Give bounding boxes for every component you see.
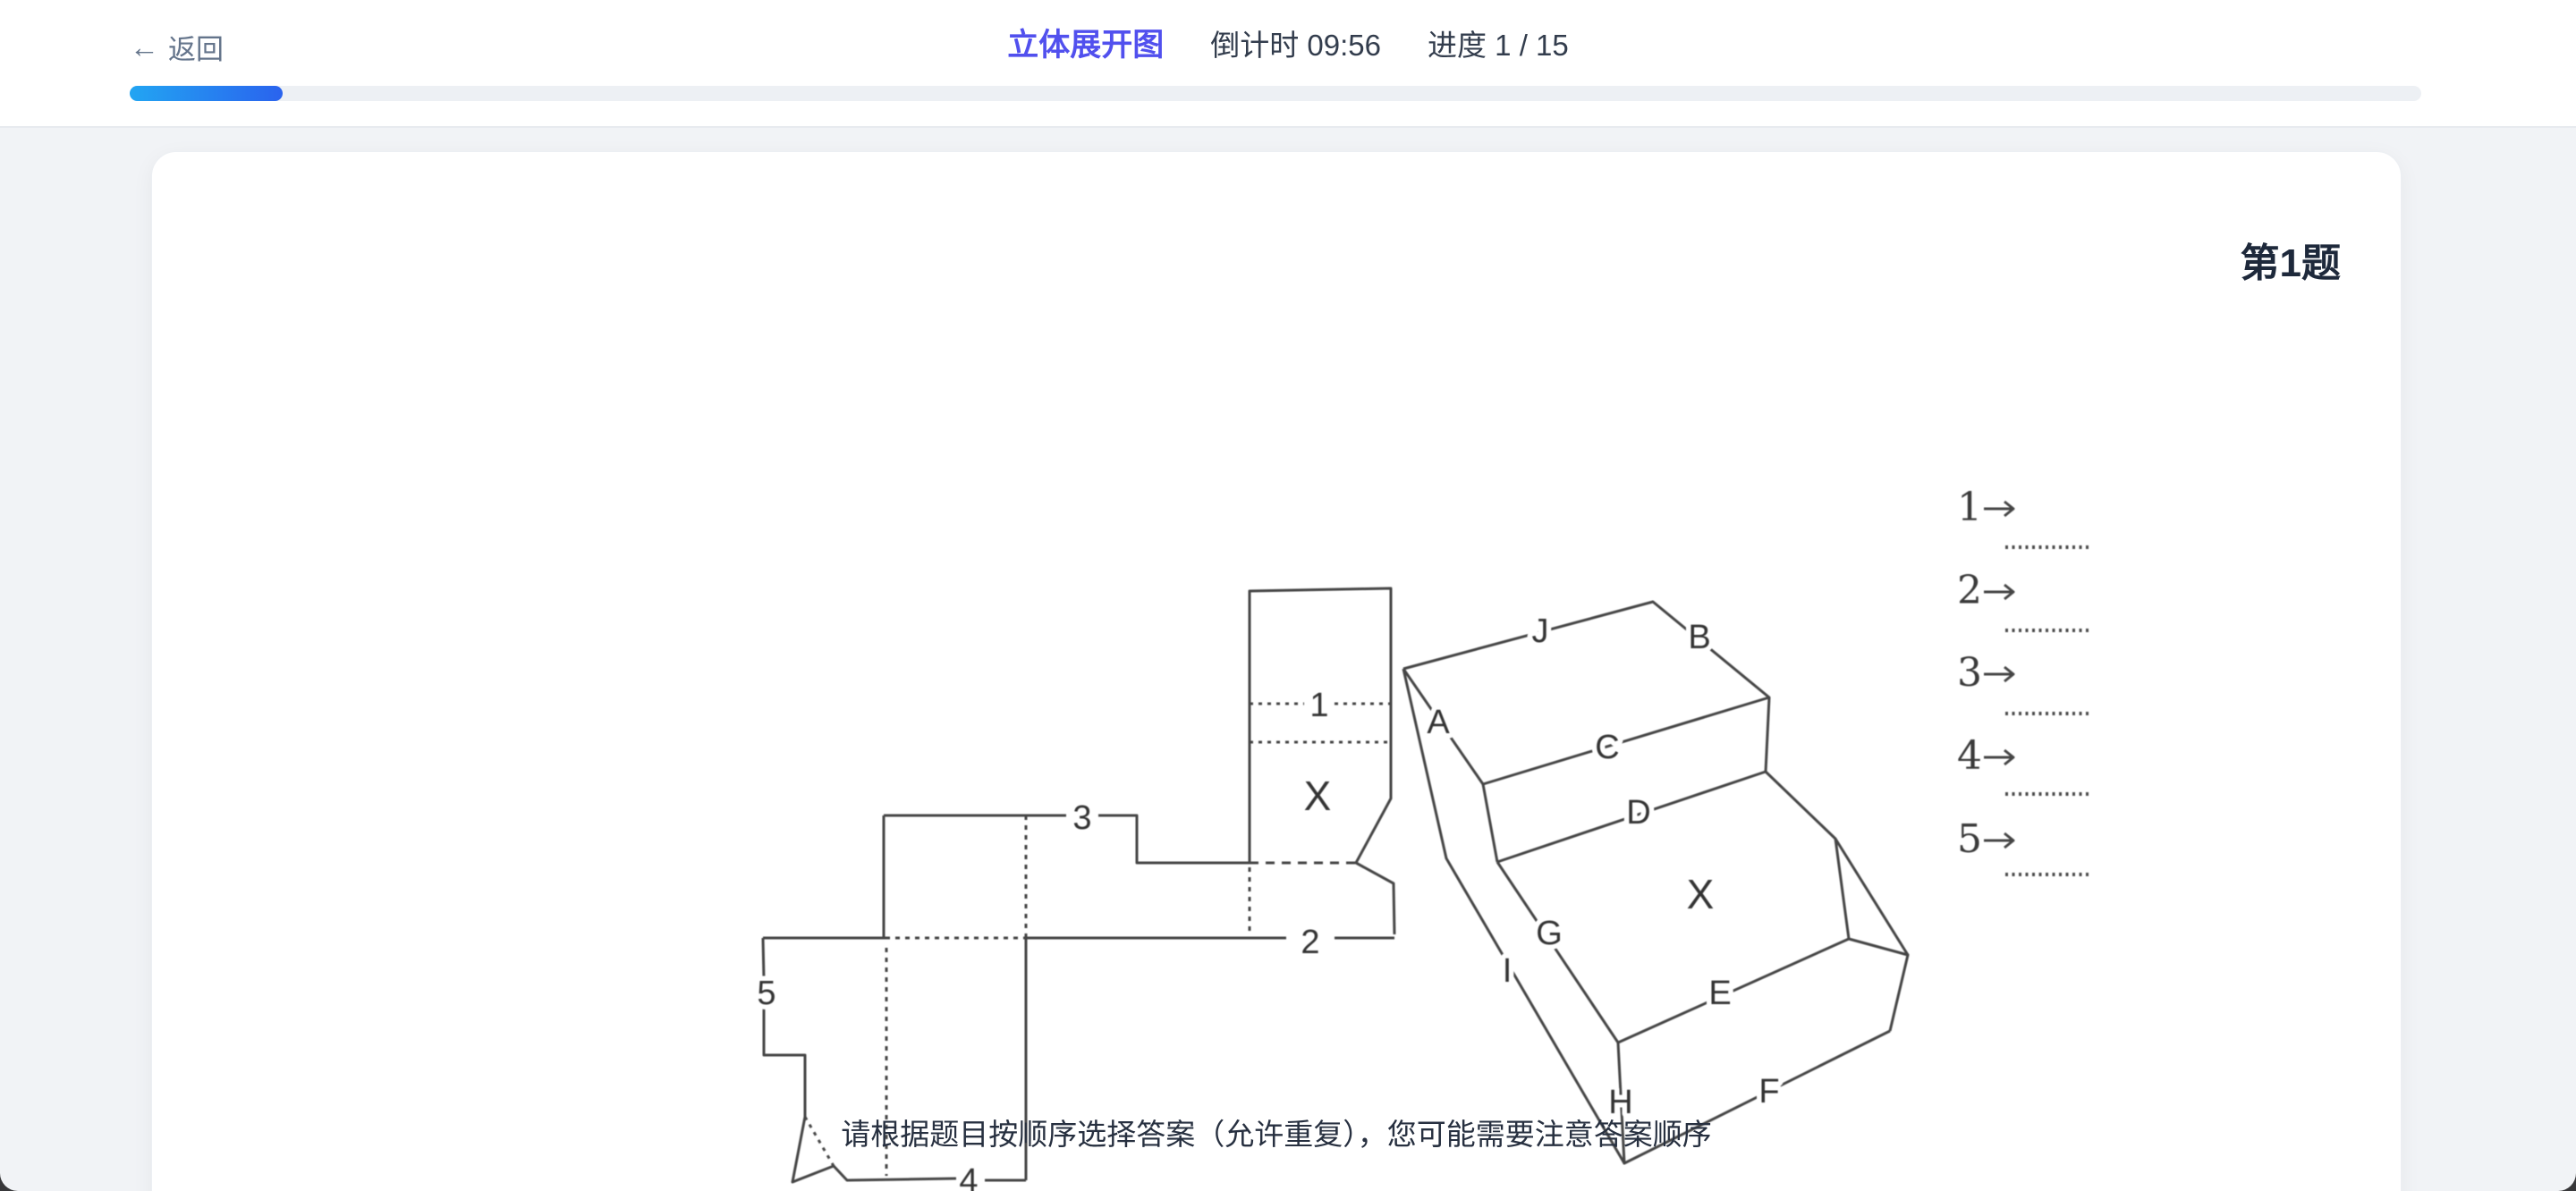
solid-label-H: H	[1608, 1084, 1632, 1121]
progress-label: 进度 1 / 15	[1428, 28, 1569, 62]
net-label-4: 4	[959, 1162, 978, 1191]
page-title: 立体展开图	[1007, 28, 1165, 63]
solid-label-B: B	[1688, 619, 1710, 656]
net-label-5: 5	[757, 975, 775, 1012]
solid-label-J: J	[1532, 612, 1549, 650]
solid-label-G: G	[1536, 915, 1563, 952]
answer-slot-5-number: 5	[1957, 816, 1982, 862]
net-label-x: X	[1304, 773, 1332, 819]
answer-slot-4-number: 4	[1957, 733, 1982, 779]
solid-diagram: J B A C D X G I E H F	[1402, 600, 1910, 1165]
instruction-text: 请根据题目按顺序选择答案（允许重复），您可能需要注意答案顺序	[841, 1118, 1712, 1151]
back-button[interactable]: ← 返回	[130, 27, 224, 66]
back-label: 返回	[168, 33, 224, 65]
net-label-3: 3	[1072, 799, 1091, 837]
question-number: 第1题	[2240, 241, 2341, 285]
answer-slot-1-number: 1	[1957, 485, 1982, 530]
header: ← 返回 立体展开图 倒计时 09:56 进度 1 / 15	[0, 0, 2576, 128]
solid-label-I: I	[1503, 952, 1513, 990]
progress-fill	[130, 86, 283, 101]
answer-slots: 1 2 3 4 5	[1953, 481, 2090, 876]
solid-label-E: E	[1708, 975, 1731, 1012]
back-arrow-icon: ←	[130, 30, 159, 63]
answer-slot-2-number: 2	[1957, 568, 1982, 613]
question-card: 第1题	[151, 151, 2402, 1191]
question-figure: 1 X 3 2 5 4 J B A	[752, 481, 2090, 1191]
net-label-2: 2	[1301, 924, 1319, 961]
solid-label-X: X	[1687, 871, 1715, 917]
solid-label-F: F	[1758, 1073, 1779, 1111]
answer-slot-3-number: 3	[1957, 650, 1982, 696]
net-diagram: 1 X 3 2 5 4	[752, 587, 1396, 1191]
progress-bar-track	[130, 86, 2421, 101]
countdown-timer: 倒计时 09:56	[1210, 28, 1382, 62]
solid-label-D: D	[1626, 794, 1650, 832]
solid-label-A: A	[1427, 704, 1450, 741]
header-center: 立体展开图 倒计时 09:56 进度 1 / 15	[0, 20, 2576, 65]
net-label-1: 1	[1309, 687, 1328, 724]
solid-label-C: C	[1595, 729, 1619, 766]
